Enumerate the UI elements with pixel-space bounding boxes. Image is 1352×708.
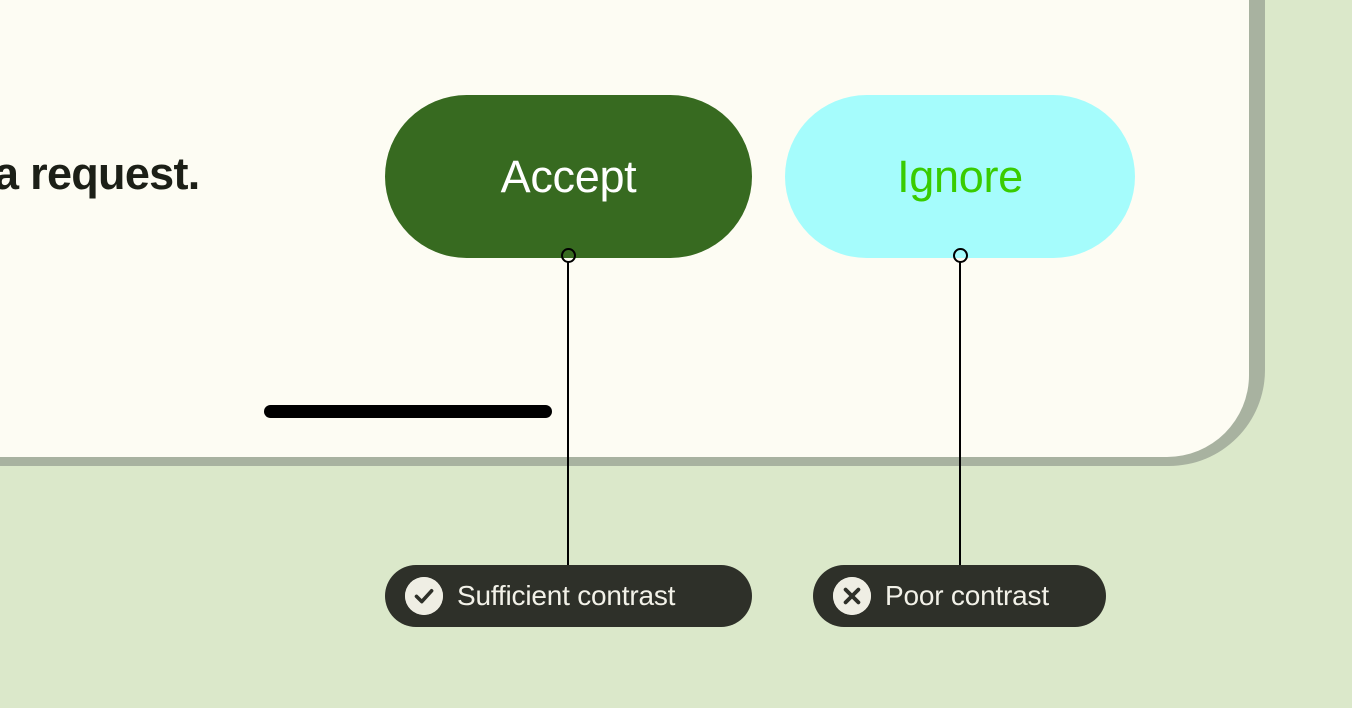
accept-button[interactable]: Accept	[385, 95, 752, 258]
x-circle-icon	[833, 577, 871, 615]
message-text: a request.	[0, 148, 200, 199]
annotation-poor-contrast: Poor contrast	[813, 565, 1106, 627]
check-circle-icon	[405, 577, 443, 615]
annotation-label-sufficient-contrast: Sufficient contrast	[457, 580, 676, 611]
home-indicator	[264, 405, 552, 418]
connector-line-ignore	[959, 262, 961, 567]
connector-dot-ignore	[953, 248, 968, 263]
annotation-sufficient-contrast: Sufficient contrast	[385, 565, 752, 627]
annotation-label-poor-contrast: Poor contrast	[885, 580, 1049, 611]
ignore-button[interactable]: Ignore	[785, 95, 1135, 258]
connector-dot-accept	[561, 248, 576, 263]
connector-line-accept	[567, 262, 569, 567]
